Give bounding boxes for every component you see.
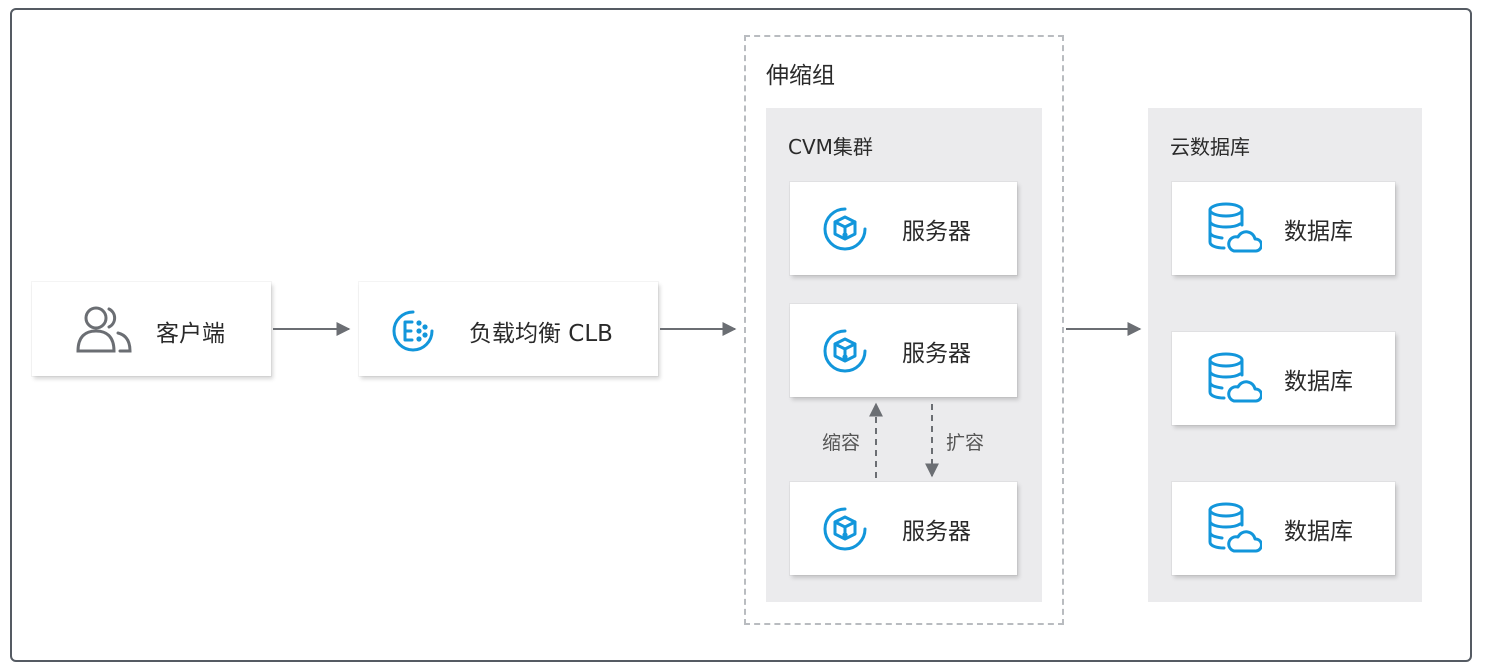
clb-label: 负载均衡 CLB xyxy=(469,321,613,347)
server-label: 服务器 xyxy=(902,219,971,245)
server-node-2: 服务器 xyxy=(790,304,1017,397)
scaling-group-label: 伸缩组 xyxy=(766,63,835,89)
cloud-database-label: 云数据库 xyxy=(1170,135,1250,159)
server-label: 服务器 xyxy=(902,519,971,545)
server-node-1: 服务器 xyxy=(790,182,1017,275)
client-node: 客户端 xyxy=(32,282,271,376)
users-icon xyxy=(76,306,132,353)
cvm-cluster-label: CVM集群 xyxy=(788,135,873,159)
cvm-server-icon xyxy=(823,329,867,373)
cloud-database-icon xyxy=(1208,502,1262,553)
cloud-database-icon xyxy=(1208,352,1262,403)
scaling-group xyxy=(744,35,1064,625)
server-node-3: 服务器 xyxy=(790,482,1017,575)
cvm-server-icon xyxy=(823,207,867,251)
cvm-server-icon xyxy=(823,507,867,551)
clb-node: 负载均衡 CLB xyxy=(359,282,658,376)
clb-icon xyxy=(392,310,434,352)
scale-in-label: 缩容 xyxy=(822,432,861,454)
server-label: 服务器 xyxy=(902,341,971,367)
cloud-database-icon xyxy=(1208,202,1262,253)
database-label: 数据库 xyxy=(1284,519,1353,545)
database-label: 数据库 xyxy=(1284,369,1353,395)
database-label: 数据库 xyxy=(1284,219,1353,245)
database-node-1: 数据库 xyxy=(1172,182,1395,275)
database-node-2: 数据库 xyxy=(1172,332,1395,425)
client-label: 客户端 xyxy=(156,321,225,347)
scale-out-label: 扩容 xyxy=(946,432,985,454)
database-node-3: 数据库 xyxy=(1172,482,1395,575)
